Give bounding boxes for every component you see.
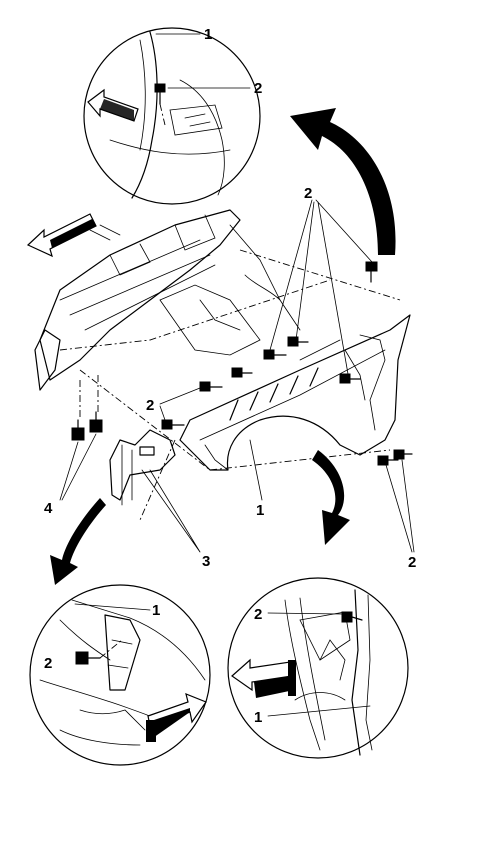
rear-bolts-group: 2 <box>377 449 416 571</box>
bottom-right-bolt-icon <box>341 611 363 623</box>
main-callout-bracket: 3 <box>202 553 210 570</box>
main-assembly-view: 2 2 4 3 1 2 <box>34 185 416 571</box>
main-callout-upper-bolts: 2 <box>304 185 312 202</box>
top-detail-callout-bolt: 2 <box>254 80 262 97</box>
bottom-left-direction-arrow-icon <box>146 693 207 742</box>
curved-arrow-right-icon <box>312 450 350 545</box>
main-callout-left-bolts: 2 <box>146 397 154 414</box>
bottom-left-callout-fender: 1 <box>152 602 160 619</box>
bottom-right-callout-fender: 1 <box>254 709 262 726</box>
bolt-icon <box>377 455 399 466</box>
bottom-right-callout-bolt: 2 <box>254 606 262 623</box>
fender-panel <box>179 314 411 471</box>
left-bolts-group: 2 <box>146 367 253 430</box>
bolt-icon <box>71 419 85 441</box>
main-callout-lower-bolts: 4 <box>44 500 53 517</box>
bolt-icon <box>365 261 378 283</box>
curved-arrow-top-icon <box>290 108 396 255</box>
bolt-icon <box>287 336 309 347</box>
top-detail-bolt-icon <box>154 83 166 105</box>
fender-bracket <box>109 429 176 501</box>
bottom-right-direction-arrow-icon <box>231 658 296 698</box>
upper-bolts-group: 2 <box>263 185 378 384</box>
curved-arrow-left-icon <box>50 498 106 585</box>
bottom-left-detail-circle <box>29 584 211 766</box>
bottom-right-detail-view: 2 1 <box>227 577 409 759</box>
main-callout-rear-bolts: 2 <box>408 554 416 571</box>
top-detail-view: 1 2 <box>83 26 262 205</box>
top-detail-fender-edge <box>131 31 158 199</box>
bottom-left-callout-bolt: 2 <box>44 655 52 672</box>
bolt-icon <box>231 367 253 378</box>
lower-bolts-group: 4 <box>44 375 103 517</box>
top-detail-circle <box>83 27 261 205</box>
bottom-left-detail-view: 1 2 <box>29 584 211 766</box>
bottom-right-detail-circle <box>227 577 409 759</box>
top-detail-callout-fender: 1 <box>204 26 212 43</box>
main-callout-fender: 1 <box>256 502 264 519</box>
bolt-icon <box>263 349 287 360</box>
bolt-icon <box>393 449 413 460</box>
bolt-icon <box>199 381 223 392</box>
bottom-left-bolt-icon <box>75 651 101 665</box>
bolt-icon <box>161 419 185 430</box>
main-direction-arrow-icon <box>26 213 97 258</box>
bolt-icon <box>339 373 361 384</box>
bolt-icon <box>89 411 103 433</box>
